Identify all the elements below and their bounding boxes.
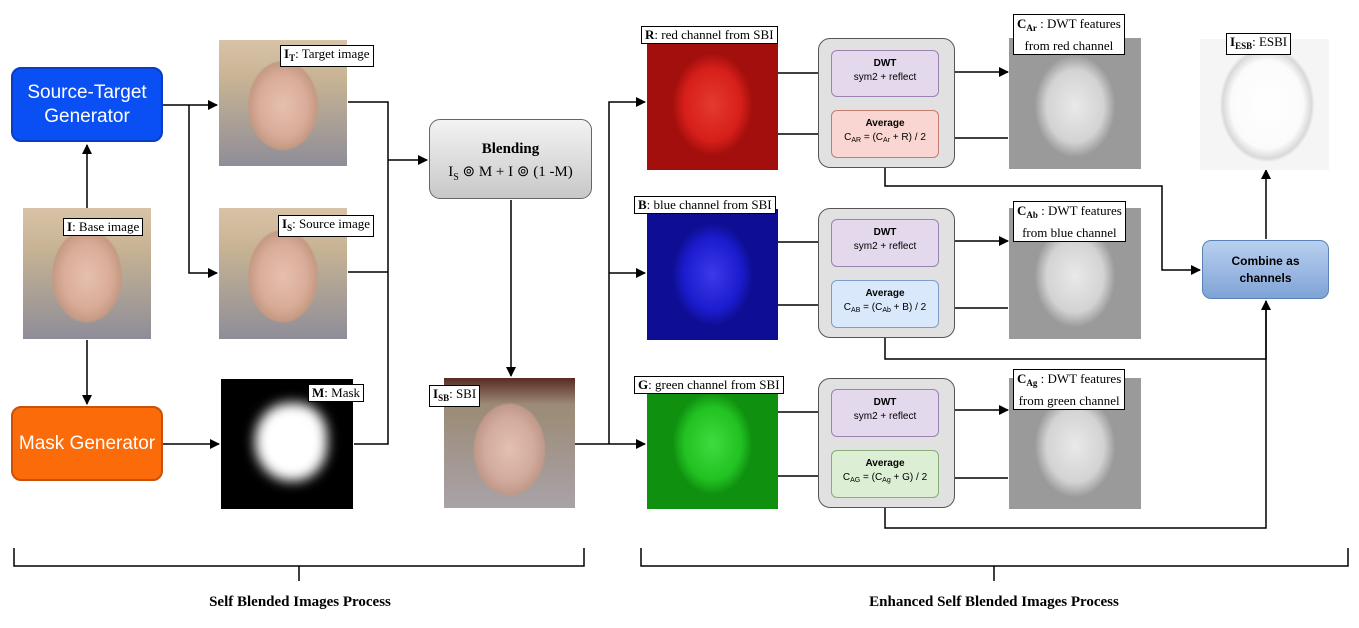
blue-dwt-box: DWT sym2 + reflect [831,219,939,267]
red-channel-image [647,39,778,170]
green-average-box: Average CAG = (CAg + G) / 2 [831,450,939,498]
mask-generator-label: Mask Generator [18,432,156,454]
red-average-box: Average CAR = (CAr + R) / 2 [831,110,939,158]
red-channel-label: R: red channel from SBI [641,26,778,44]
esbi-image [1200,39,1329,170]
green-dwt-box: DWT sym2 + reflect [831,389,939,437]
red-dwt-feature-image [1009,38,1141,169]
mask-image-label: M: Mask [308,384,365,402]
blending-box: Blending IS ⊚ M + I ⊚ (1 -M) [429,119,592,199]
source-image-label: IS: Source image [278,215,375,237]
blue-average-box: Average CAB = (CAb + B) / 2 [831,280,939,328]
esbi-image-label: IESB: ESBI [1226,33,1292,55]
sbi-process-label: Self Blended Images Process [209,594,391,610]
mask-generator: Mask Generator [11,406,163,481]
green-channel-label: G: green channel from SBI [634,376,784,394]
red-dwt-box: DWT sym2 + reflect [831,50,939,97]
blue-channel-image [647,209,778,340]
source-target-generator: Source-Target Generator [11,67,163,142]
source-target-generator-label: Source-Target Generator [27,81,147,127]
blue-channel-label: B: blue channel from SBI [634,196,776,214]
base-image-label: I: Base image [63,218,144,236]
blending-title: Blending [481,141,540,157]
blending-formula: IS ⊚ M + I ⊚ (1 -M) [448,164,573,183]
esbi-process-label: Enhanced Self Blended Images Process [869,594,1119,610]
sbi-image-label: ISB: SBI [429,385,481,407]
green-channel-image [647,378,778,509]
target-image-label: IT: Target image [280,45,374,67]
